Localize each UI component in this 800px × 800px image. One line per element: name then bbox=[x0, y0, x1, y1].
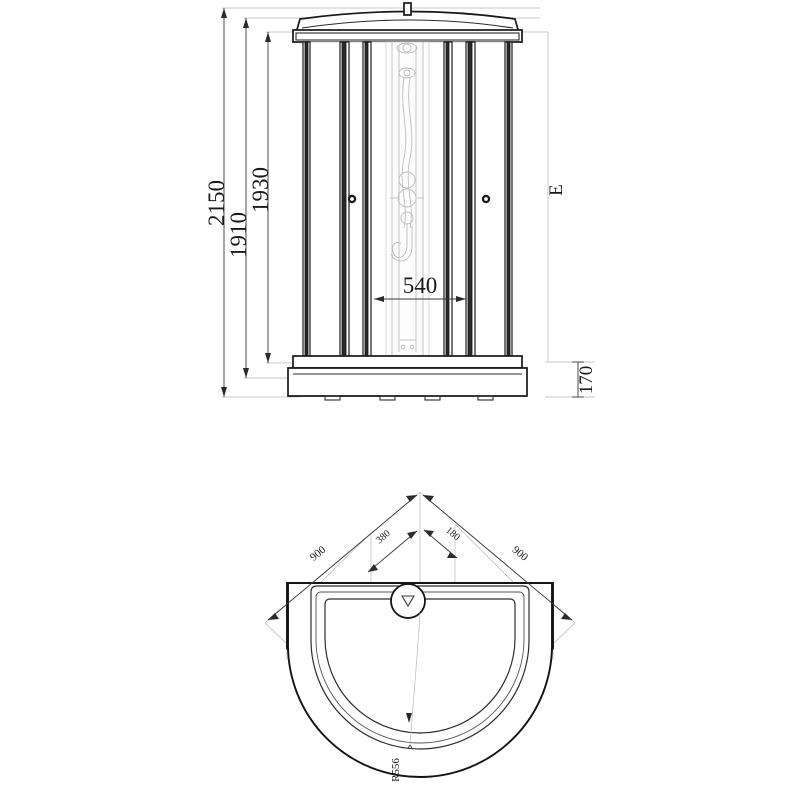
dimension-label-900-right: 900 bbox=[510, 544, 531, 564]
frame-posts bbox=[302, 41, 513, 358]
dimension-plan-radius: R556 bbox=[390, 758, 402, 782]
drain-hole bbox=[390, 583, 426, 619]
canopy-roof bbox=[292, 2, 523, 43]
door-handle-left bbox=[347, 194, 357, 204]
dimension-cabin-height: 1910 bbox=[226, 18, 251, 378]
dimension-label-380: 380 bbox=[374, 528, 393, 546]
dimension-label-540: 540 bbox=[403, 273, 438, 298]
door-handle-right bbox=[481, 194, 491, 204]
shower-cabin-body bbox=[287, 2, 528, 401]
dimension-overall-height: 2150 bbox=[204, 8, 229, 397]
elevation-label-e: E bbox=[546, 184, 567, 196]
dimension-plan-180: 180 bbox=[423, 525, 462, 559]
dimension-label-1910: 1910 bbox=[226, 212, 251, 258]
shower-tray-plan bbox=[286, 582, 554, 778]
plan-view: 900 900 380 180 R556 bbox=[264, 491, 576, 782]
label-E: E bbox=[546, 32, 567, 362]
dimension-frame-height: 1930 bbox=[248, 32, 273, 363]
dimension-door-opening: 540 bbox=[374, 273, 466, 302]
shower-tray-base bbox=[287, 355, 528, 401]
dimension-plan-380: 380 bbox=[367, 528, 418, 573]
shower-fixtures bbox=[390, 42, 424, 350]
dimension-label-1930: 1930 bbox=[248, 167, 273, 213]
front-elevation-view: 2150 1910 1930 540 170 bbox=[204, 2, 597, 401]
dimension-label-900-left: 900 bbox=[308, 543, 329, 563]
shower-column-panel bbox=[385, 41, 430, 358]
dimension-label-r556: R556 bbox=[390, 758, 402, 782]
radius-leader-line bbox=[406, 612, 421, 749]
dimension-tray-height: 170 bbox=[572, 361, 597, 398]
dimension-label-2150: 2150 bbox=[204, 180, 229, 226]
dimension-label-170: 170 bbox=[576, 366, 597, 395]
